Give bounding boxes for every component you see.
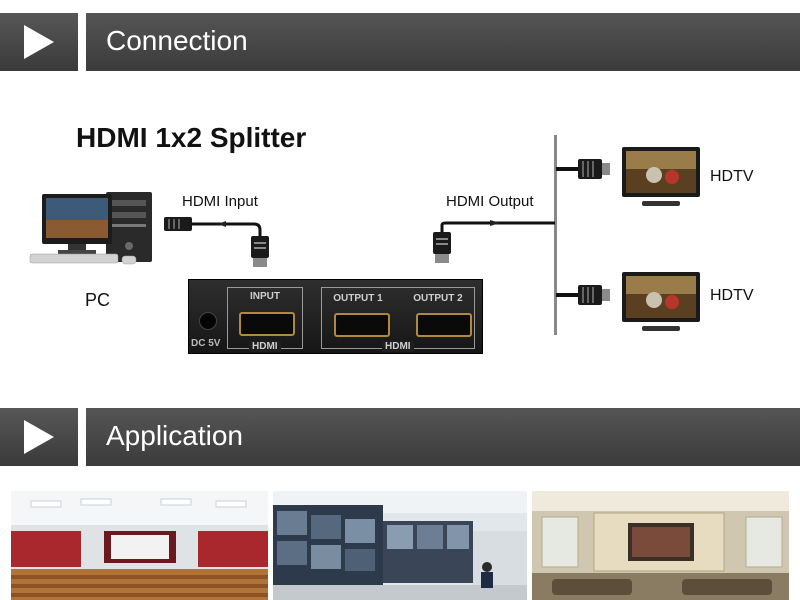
hdmi-plug-icon [556,285,610,305]
output2-label: OUTPUT 2 [413,293,463,304]
play-box [0,13,78,71]
splitter-panel: DC 5V INPUT HDMI OUTPUT 1 OUTPUT 2 HDMI [188,279,483,354]
control-room-photo [273,491,527,600]
input-port-label: INPUT [250,291,280,302]
source-label: PC [85,290,111,310]
pc-icon [29,192,152,265]
output2-port [416,313,472,337]
play-icon [24,420,54,454]
play-icon [24,25,54,59]
output-label: HDMI Output [446,193,534,210]
connection-title-bar: Connection [86,13,800,71]
application-banner: Application [0,408,800,466]
home-theater-photo [532,491,789,600]
tv2-label: HDTV [710,287,754,304]
connection-title: Connection [106,25,248,56]
auditorium-photo [11,491,268,600]
tv-icon [622,272,700,331]
connection-banner: Connection [0,13,800,71]
power-jack [199,312,217,330]
input-group-label: HDMI [249,341,281,352]
input-port [239,312,295,336]
input-label: HDMI Input [182,193,258,210]
output-cable [433,135,557,335]
input-cable [164,217,269,267]
output1-label: OUTPUT 1 [333,293,383,304]
play-box [0,408,78,466]
diagram-title: HDMI 1x2 Splitter [76,122,307,153]
hdmi-plug-icon [556,159,610,179]
tv-icon [622,147,700,206]
application-title: Application [106,420,243,451]
application-title-bar: Application [86,408,800,466]
tv1-label: HDTV [710,168,754,185]
power-label: DC 5V [191,338,221,349]
output1-port [334,313,390,337]
output-group-label: HDMI [382,341,414,352]
